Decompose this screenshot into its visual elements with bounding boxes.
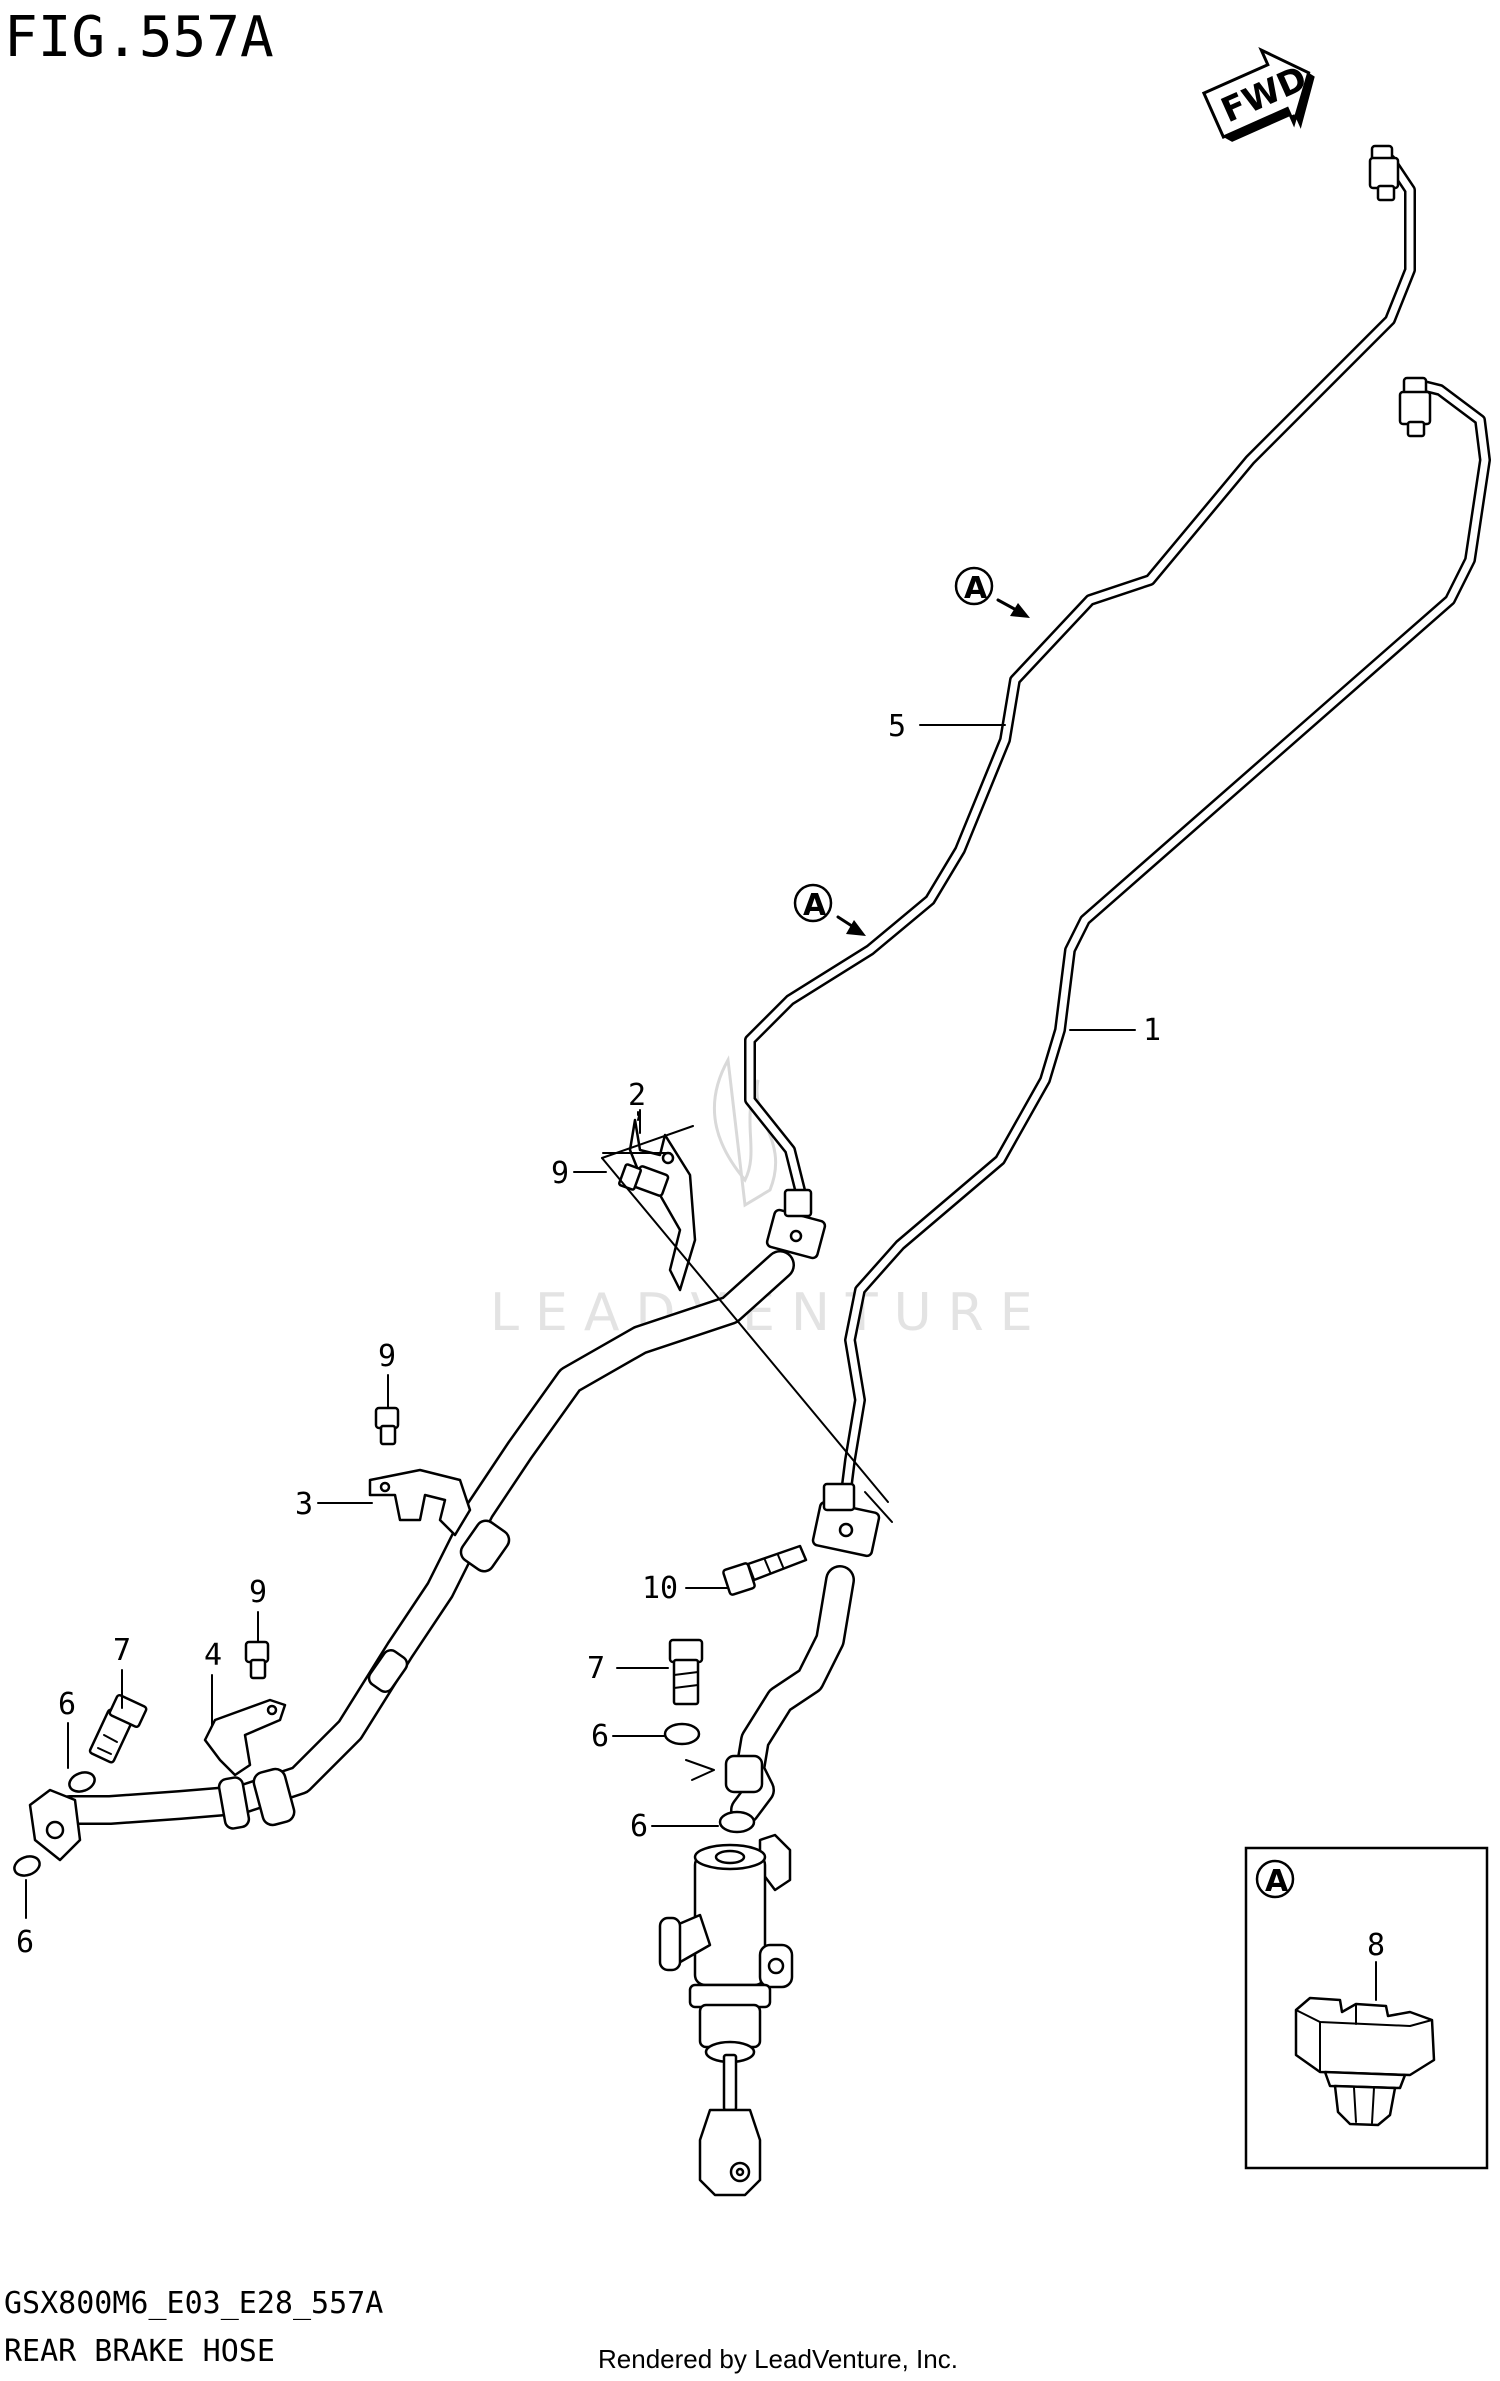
- washer-6-right-upper: [663, 1722, 701, 1746]
- callout-7-right: 7: [587, 1651, 605, 1686]
- callout-6-left-lower: 6: [16, 1925, 34, 1960]
- hose-lower-section: [724, 1565, 855, 1825]
- callout-10: 10: [642, 1571, 678, 1606]
- figure-title: FIG.557A: [4, 5, 274, 70]
- rear-brake-hose: [28, 1250, 795, 1862]
- bolt-9-middle: [374, 1406, 400, 1446]
- callout-9-upper: 9: [551, 1156, 569, 1191]
- leadventure-watermark: LEADVENTURE: [490, 1055, 1033, 1343]
- washer-6-left-lower: [13, 1855, 41, 1877]
- washer-6-left-upper: [68, 1771, 96, 1793]
- callout-4: 4: [204, 1638, 222, 1673]
- callout-9-lower: 9: [249, 1575, 267, 1610]
- callout-8: 8: [1367, 1928, 1385, 1963]
- section-title: REAR BRAKE HOSE: [4, 2334, 275, 2369]
- callout-5: 5: [888, 709, 906, 744]
- callout-2: 2: [628, 1078, 646, 1113]
- callout-7-left: 7: [113, 1633, 131, 1668]
- union-bolt-7-left: [88, 1694, 148, 1764]
- callout-3: 3: [295, 1487, 313, 1522]
- render-credit: Rendered by LeadVenture, Inc.: [598, 2344, 958, 2374]
- bolt-9-upper: [618, 1163, 670, 1197]
- brake-pipe-5: [744, 144, 1416, 1196]
- callout-9-middle: 9: [378, 1339, 396, 1374]
- hose-joint-upper: [765, 1188, 827, 1260]
- clip-8: [1294, 1996, 1436, 2127]
- fwd-direction-arrow: FWD: [1201, 46, 1315, 142]
- model-code: GSX800M6_E03_E28_557A: [4, 2286, 383, 2321]
- callout-6-left-upper: 6: [58, 1687, 76, 1722]
- bolt-9-lower: [244, 1640, 270, 1680]
- clip-marker-a-lower: A: [793, 883, 866, 936]
- inset-detail-a: A 8: [1244, 1846, 1489, 2170]
- callout-6-right-upper: 6: [591, 1719, 609, 1754]
- callout-1: 1: [1143, 1013, 1161, 1048]
- brake-pipe-1: [839, 376, 1491, 1506]
- clip-marker-a-lower-label: A: [803, 888, 827, 923]
- clip-marker-a-upper: A: [954, 566, 1030, 618]
- clamp-3: [368, 1468, 472, 1537]
- clip-marker-a-upper-label: A: [964, 571, 988, 606]
- union-bolt-7-right: [668, 1638, 704, 1706]
- bracket-4: [203, 1698, 287, 1777]
- rear-master-cylinder: [658, 1833, 794, 2197]
- leader-lines: [25, 724, 1136, 1919]
- callout-6-right-lower: 6: [630, 1809, 648, 1844]
- washer-6-right-lower: [718, 1810, 756, 1834]
- bolt-10: [722, 1544, 808, 1596]
- hose-joint-lower: [811, 1482, 881, 1558]
- inset-ref-label: A: [1265, 1864, 1289, 1899]
